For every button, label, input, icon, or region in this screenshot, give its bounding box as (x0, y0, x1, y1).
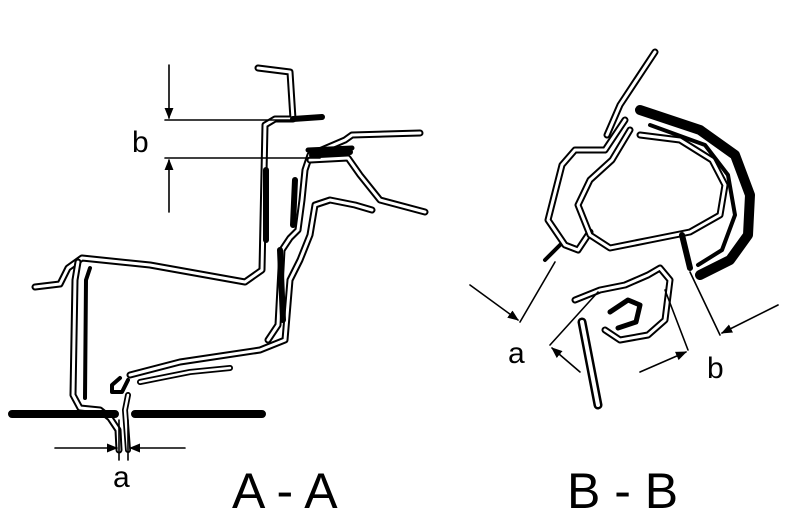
bb-section-title: B - B (567, 463, 678, 519)
section-aa (8, 64, 429, 461)
aa-inner-panel (31, 64, 297, 454)
bb-dim-b-label: b (707, 352, 724, 385)
section-bb (469, 48, 779, 410)
aa-outer-panel (110, 196, 376, 453)
bb-dimension-b (639, 271, 779, 373)
bb-dim-a-label: a (508, 337, 525, 370)
aa-dim-a-label: a (113, 461, 130, 494)
aa-dimension-a (54, 419, 186, 461)
bb-outer-seal (635, 105, 755, 280)
bb-upper-frame (544, 48, 729, 254)
bb-dimension-a (469, 261, 599, 373)
bb-lower-latch (543, 232, 693, 344)
aa-section-title: A - A (232, 463, 338, 519)
aa-middle-panel (264, 129, 429, 344)
aa-dim-b-label: b (132, 126, 149, 159)
aa-seal-strips (263, 114, 353, 323)
aa-dimension-b (164, 64, 321, 213)
